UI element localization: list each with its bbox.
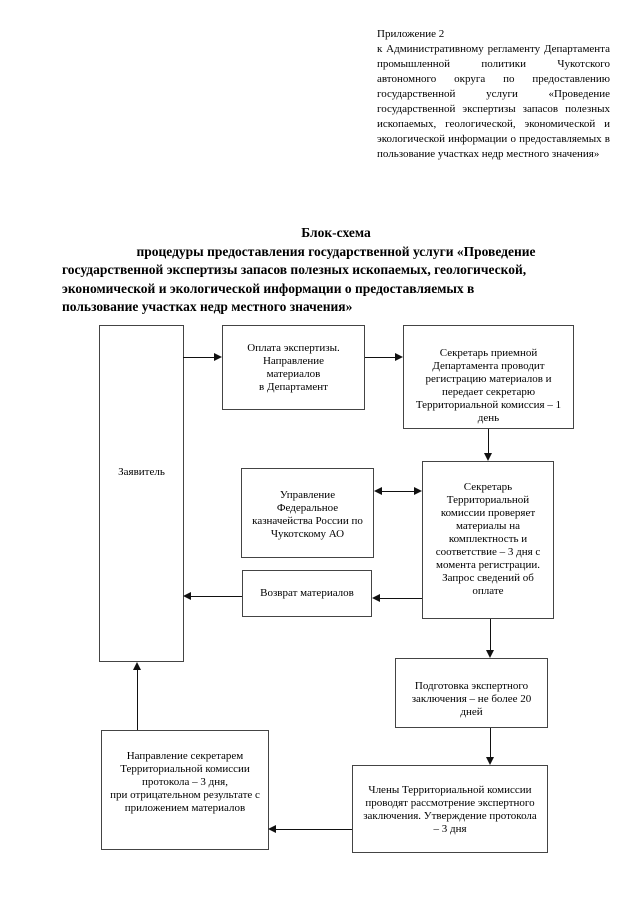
edge-podgotovka-to-chleny-line <box>490 728 491 758</box>
arrowhead-right-icon <box>395 353 403 361</box>
arrowhead-down-icon <box>486 757 494 765</box>
node-oplata-ekspertizy: Оплата экспертизы. Направление материало… <box>222 325 365 410</box>
edge-oplata-to-sekretar-priemnoy-line <box>365 357 396 358</box>
title-line: государственной экспертизы запасов полез… <box>62 262 527 277</box>
edge-napravlenie-to-zayavitel-line <box>137 669 138 730</box>
node-sekretar-territorialnoy-komissii: Секретарь Территориальной комиссии прове… <box>422 461 554 619</box>
node-text: Оплата экспертизы. Направление материало… <box>247 341 340 393</box>
edge-zayavitel-to-oplata-line <box>183 357 215 358</box>
node-upravlenie-kaznacheystva: Управление Федеральное казначейства Росс… <box>241 468 374 558</box>
node-text: Подготовка экспертного заключения – не б… <box>411 680 532 718</box>
arrowhead-left-icon <box>372 594 380 602</box>
arrowhead-down-icon <box>484 453 492 461</box>
edge-sekretar-terr-to-vozvrat-line <box>379 598 422 599</box>
node-text: Управление Федеральное казначейства Росс… <box>252 489 363 540</box>
edge-chleny-to-napravlenie-line <box>275 829 352 830</box>
node-chleny-komissii: Члены Территориальной комиссии проводят … <box>352 765 548 853</box>
node-zayavitel: Заявитель <box>99 325 184 662</box>
annex-text: к Административному регламенту Департаме… <box>377 43 610 160</box>
annex-block: Приложение 2 к Административному регламе… <box>377 27 610 162</box>
title-line: экономической и экологической информации… <box>62 280 475 296</box>
edge-sekretar-priemnoy-to-sekretar-terr-line <box>488 429 489 455</box>
edge-upravlenie-sekretar-terr-line <box>380 491 415 492</box>
node-text: Заявитель <box>118 466 165 478</box>
node-text: Направление секретарем Территориальной к… <box>110 750 260 814</box>
node-text: Члены Территориальной комиссии проводят … <box>363 784 537 835</box>
title-line: Блок-схема <box>301 225 371 240</box>
node-podgotovka-zaklyucheniya: Подготовка экспертного заключения – не б… <box>395 658 548 728</box>
arrowhead-down-icon <box>486 650 494 658</box>
node-text: Секретарь Территориальной комиссии прове… <box>435 481 541 597</box>
node-text: Возврат материалов <box>260 587 354 599</box>
node-vozvrat-materialov: Возврат материалов <box>242 570 372 617</box>
arrowhead-left-icon <box>268 825 276 833</box>
arrowhead-right-icon <box>414 487 422 495</box>
title-line: процедуры предоставления государственной… <box>136 243 536 259</box>
arrowhead-left-icon <box>374 487 382 495</box>
annex-label: Приложение 2 <box>377 28 445 40</box>
node-text: Секретарь приемной Департамента проводит… <box>415 347 562 424</box>
edge-vozvrat-to-zayavitel-line <box>190 596 242 597</box>
title-line: пользование участках недр местного значе… <box>62 299 353 314</box>
arrowhead-right-icon <box>214 353 222 361</box>
node-napravlenie-protokola: Направление секретарем Территориальной к… <box>101 730 269 850</box>
page-title: Блок-схема процедуры предоставления госу… <box>62 224 610 317</box>
arrowhead-left-icon <box>183 592 191 600</box>
node-sekretar-priemnoy: Секретарь приемной Департамента проводит… <box>403 325 574 429</box>
arrowhead-up-icon <box>133 662 141 670</box>
edge-sekretar-terr-to-podgotovka-line <box>490 619 491 652</box>
